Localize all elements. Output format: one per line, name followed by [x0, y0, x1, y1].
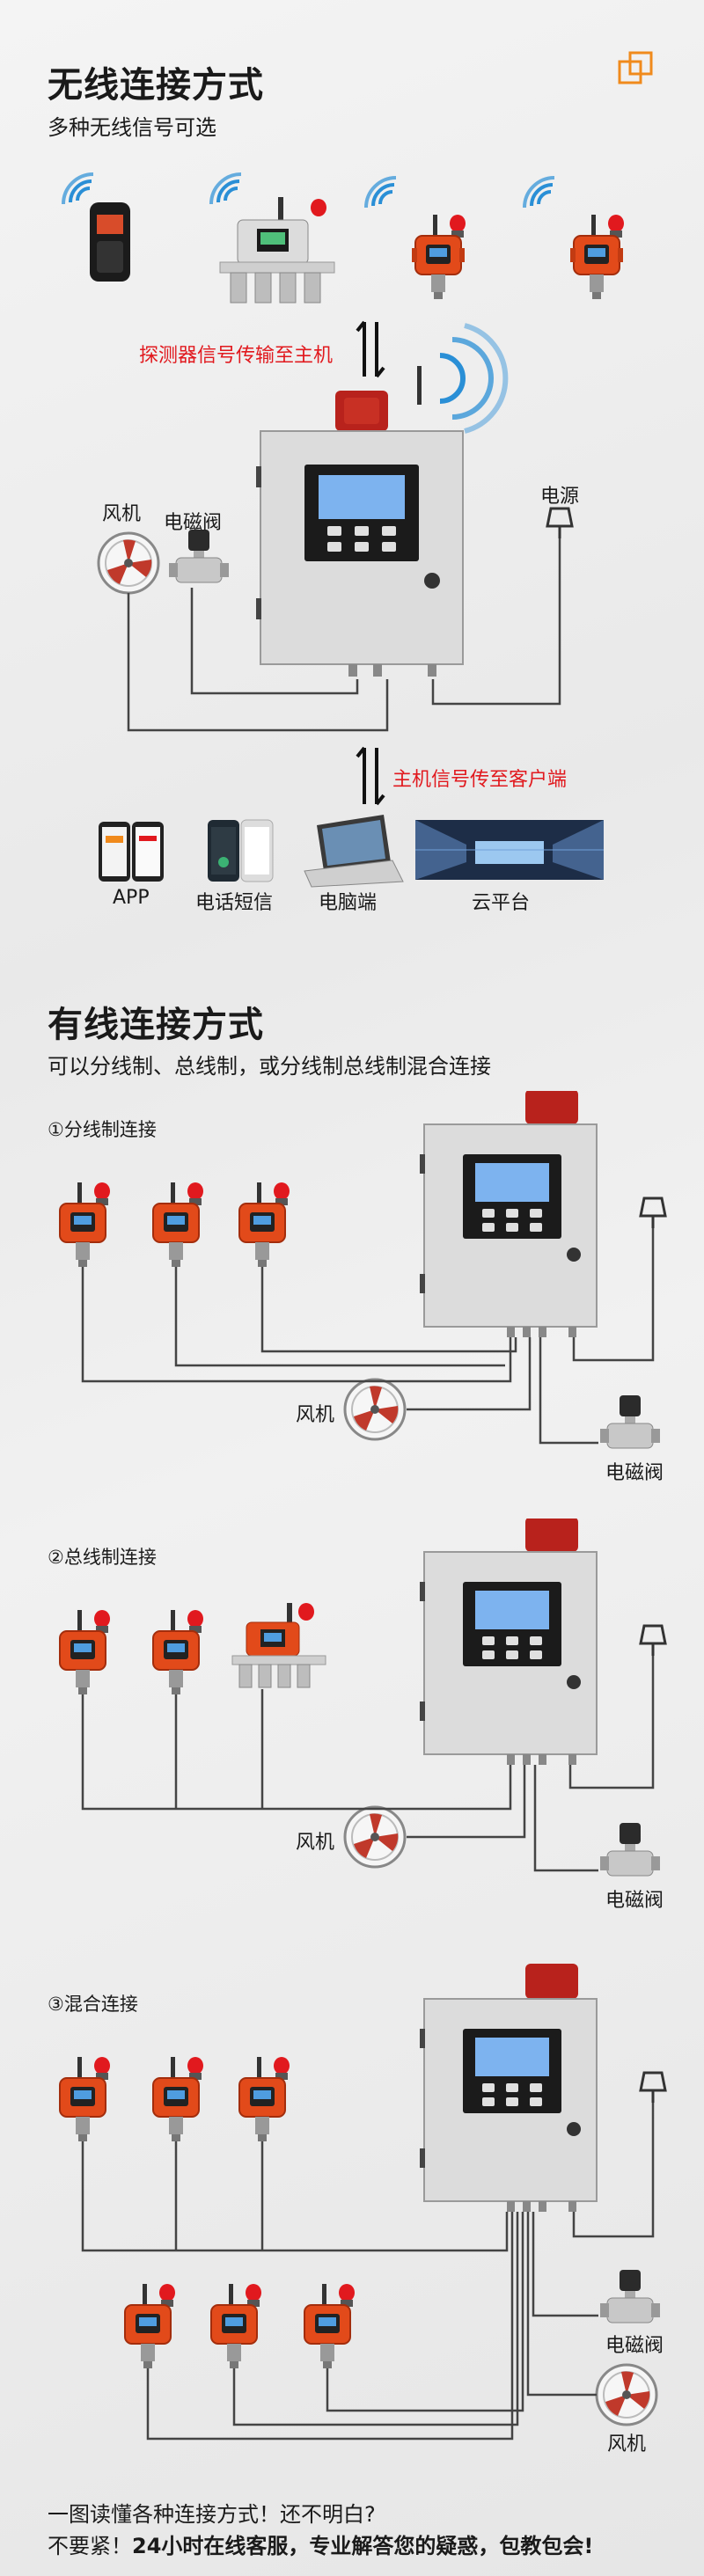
client-cloud-label: 云平台: [472, 892, 531, 914]
fan-label: 风机: [296, 1404, 335, 1426]
laptop-icon: [304, 815, 404, 888]
host-controller-icon: [419, 1519, 598, 1766]
gas-detector-icon: [59, 1182, 111, 1268]
power-label: 电源: [540, 486, 580, 508]
wiring: [127, 538, 561, 732]
gas-detector-icon: [304, 2283, 356, 2369]
portable-detector-icon: [62, 172, 130, 282]
wired-subtitle: 可以分线制、总线制，或分线制总线制混合连接: [48, 1054, 491, 1079]
wireless-diagram: [62, 172, 625, 888]
mixed-wiring-diagram: [59, 1964, 667, 2441]
alarm-horn-icon: [639, 1197, 667, 1230]
solenoid-valve-icon: [599, 2269, 661, 2324]
footer-line-1: 一图读懂各种连接方式！还不明白?: [48, 2502, 376, 2527]
section-split-label: ①分线制连接: [48, 1119, 157, 1140]
fan-label: 风机: [296, 1832, 335, 1854]
alarm-horn-icon: [639, 1624, 667, 1658]
gas-detector-icon: [124, 2283, 176, 2369]
host-antenna-icon: [417, 323, 509, 434]
sms-phones-icon: [208, 819, 274, 882]
client-pc-label: 电脑端: [319, 892, 378, 914]
fan-icon: [343, 1805, 407, 1869]
gas-detector-icon: [152, 1609, 204, 1695]
host-controller-icon: [419, 1091, 598, 1338]
footer-line-2-prefix: 不要紧！: [48, 2534, 132, 2558]
gas-detector-icon: [238, 2056, 290, 2142]
signal-arrow-icon: [356, 320, 385, 378]
alarm-horn-icon: [639, 2071, 667, 2104]
section-bus-label: ②总线制连接: [48, 1547, 157, 1568]
wired-title: 有线连接方式: [48, 1005, 264, 1045]
multi-detector-icon: [209, 172, 335, 304]
host-to-client-label: 主机信号传至客户端: [392, 769, 568, 791]
wireless-title: 无线连接方式: [48, 65, 264, 106]
solenoid-valve-icon: [599, 1822, 661, 1877]
signal-arrow-icon: [356, 746, 385, 806]
gas-detector-icon: [59, 1609, 111, 1695]
fan-label: 风机: [102, 503, 142, 525]
section-mixed-label: ③混合连接: [48, 1994, 138, 2015]
fixed-detector-icon: [364, 176, 466, 300]
fan-icon: [595, 2363, 658, 2426]
footer-line-2-bold: 24小时在线客服，专业解答您的疑惑，包教包会!: [132, 2534, 594, 2558]
multi-detector-icon: [231, 1603, 326, 1688]
fan-label: 风机: [607, 2433, 647, 2455]
valve-label: 电磁阀: [164, 512, 223, 534]
fan-icon: [97, 531, 160, 595]
solenoid-valve-icon: [599, 1394, 661, 1449]
wireless-subtitle: 多种无线信号可选: [48, 115, 216, 140]
fan-icon: [343, 1378, 407, 1441]
solenoid-valve-icon: [168, 529, 230, 583]
corner-logo-icon: [618, 51, 653, 84]
app-phones-icon: [99, 822, 164, 882]
host-controller-icon: [255, 390, 464, 677]
gas-detector-icon: [152, 1182, 204, 1268]
cloud-platform-icon: [415, 820, 604, 880]
valve-label: 电磁阀: [605, 1462, 664, 1484]
host-controller-icon: [419, 1964, 598, 2213]
gas-detector-icon: [238, 1182, 290, 1268]
valve-label: 电磁阀: [605, 1890, 664, 1912]
bus-wiring-diagram: [59, 1519, 667, 1877]
valve-label: 电磁阀: [605, 2335, 664, 2357]
gas-detector-icon: [59, 2056, 111, 2142]
detector-to-host-label: 探测器信号传输至主机: [139, 345, 334, 367]
client-app-label: APP: [113, 887, 150, 909]
power-icon: [546, 507, 574, 540]
gas-detector-icon: [152, 2056, 204, 2142]
client-sms-label: 电话短信: [195, 892, 274, 914]
fixed-detector-icon: [523, 176, 625, 300]
footer-line-2: 不要紧！24小时在线客服，专业解答您的疑惑，包教包会!: [48, 2528, 593, 2559]
gas-detector-icon: [210, 2283, 262, 2369]
split-wiring-diagram: [59, 1091, 667, 1449]
